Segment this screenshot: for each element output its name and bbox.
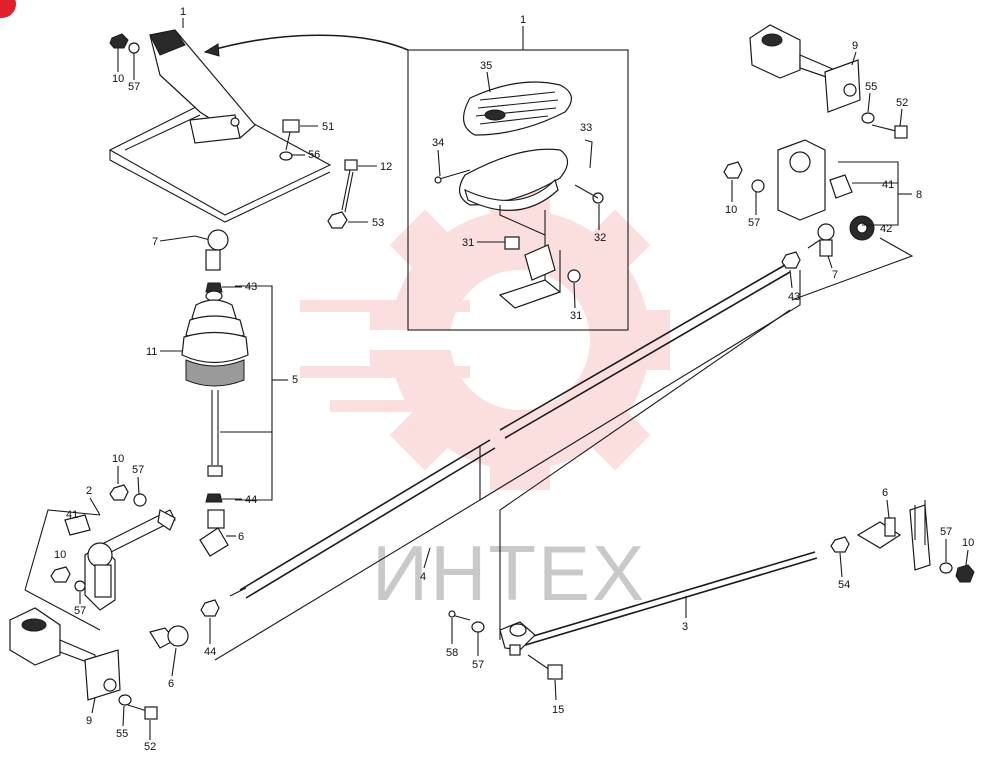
callout-57e: 57 xyxy=(940,526,952,538)
callout-55a: 55 xyxy=(865,81,877,93)
callout-35: 35 xyxy=(480,60,492,72)
pedal-assembly xyxy=(108,29,409,229)
callout-1a: 1 xyxy=(180,6,186,18)
callout-31a: 31 xyxy=(462,237,474,249)
corner-badge xyxy=(0,0,16,18)
callout-9a: 9 xyxy=(852,40,858,52)
callout-31b: 31 xyxy=(570,310,582,322)
rod-4 xyxy=(229,264,791,599)
callout-52a: 52 xyxy=(896,97,908,109)
callout-44a: 44 xyxy=(245,494,257,506)
callout-10e: 10 xyxy=(962,537,974,549)
callout-56: 56 xyxy=(308,149,320,161)
watermark-logo xyxy=(300,190,670,490)
callout-10c: 10 xyxy=(112,453,124,465)
callout-7b: 7 xyxy=(832,269,838,281)
callout-41a: 41 xyxy=(882,179,894,191)
callout-6c: 6 xyxy=(882,487,888,499)
callout-10a: 10 xyxy=(112,73,124,85)
callout-5: 5 xyxy=(292,374,298,386)
callout-57d: 57 xyxy=(74,605,86,617)
watermark-text: ИНТЕХ xyxy=(372,529,646,617)
callout-2: 2 xyxy=(86,485,92,497)
rod-end-left-upper xyxy=(194,229,229,271)
lever-assembly-right xyxy=(448,500,975,680)
boot-assembly xyxy=(181,282,273,557)
callout-42: 42 xyxy=(880,223,892,235)
callout-57c: 57 xyxy=(132,464,144,476)
callout-12: 12 xyxy=(380,161,392,173)
callout-33: 33 xyxy=(580,122,592,134)
callout-44b: 44 xyxy=(204,646,216,658)
bracket-assembly-right xyxy=(723,24,908,269)
callout-54: 54 xyxy=(838,579,850,591)
callout-32: 32 xyxy=(594,232,606,244)
callout-1b: 1 xyxy=(520,14,526,26)
callout-43a: 43 xyxy=(245,281,257,293)
lever-assembly-left xyxy=(9,484,220,720)
callout-3: 3 xyxy=(682,621,688,633)
callout-34: 34 xyxy=(432,137,444,149)
callout-43b: 43 xyxy=(788,291,800,303)
callout-9b: 9 xyxy=(86,715,92,727)
callout-57b: 57 xyxy=(748,217,760,229)
callout-10d: 10 xyxy=(54,549,66,561)
callout-57f: 57 xyxy=(472,659,484,671)
callout-58: 58 xyxy=(446,647,458,659)
callout-8: 8 xyxy=(916,189,922,201)
callout-51: 51 xyxy=(322,121,334,133)
pedal-inset xyxy=(407,49,629,331)
callout-6a: 6 xyxy=(238,531,244,543)
callout-labels: 1 1 10 57 51 56 12 53 7 43 11 5 44 6 35 … xyxy=(54,6,974,753)
rod-3 xyxy=(519,551,818,647)
callout-52b: 52 xyxy=(144,741,156,753)
callout-53: 53 xyxy=(372,217,384,229)
callout-6b: 6 xyxy=(168,678,174,690)
leader-lines xyxy=(24,237,914,661)
callout-15: 15 xyxy=(552,704,564,716)
callout-55b: 55 xyxy=(116,728,128,740)
callout-41b: 41 xyxy=(66,509,78,521)
callout-10b: 10 xyxy=(725,204,737,216)
callout-11: 11 xyxy=(146,346,157,358)
callout-7a: 7 xyxy=(152,236,158,248)
callout-57a: 57 xyxy=(128,81,140,93)
callout-4: 4 xyxy=(420,571,426,583)
